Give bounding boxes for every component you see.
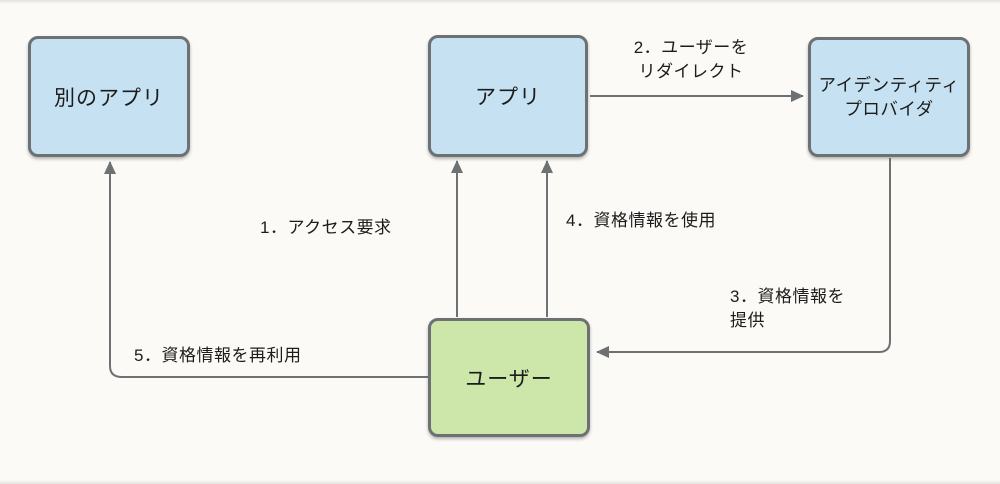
node-app-label: アプリ [475, 86, 541, 109]
node-user-label: ユーザー [465, 367, 553, 391]
node-identity-provider-label-line2: プロバイダ [844, 99, 934, 119]
edge-4-label: 4．資格情報を使用 [566, 211, 716, 230]
edge-5-label: 5．資格情報を再利用 [134, 346, 302, 365]
edge-3-label: 3．資格情報を 提供 [730, 285, 845, 333]
node-other-app: 別のアプリ [28, 36, 190, 157]
edge-1-label: 1．アクセス要求 [260, 218, 392, 237]
edge-3-label-line2: 提供 [730, 311, 765, 330]
edge-3-label-line1: 3．資格情報を [730, 287, 845, 306]
edge-3-arrow-idp-to-user [596, 158, 891, 358]
node-user: ユーザー [428, 318, 590, 437]
edge-2-label: 2．ユーザーを リダイレクト [605, 36, 777, 84]
edge-2-label-line2: リダイレクト [638, 62, 744, 81]
node-identity-provider: アイデンティティ プロバイダ [808, 37, 970, 157]
node-other-app-label: 別のアプリ [54, 86, 164, 110]
edge-2-label-line1: 2．ユーザーを [633, 38, 749, 57]
edge-5-arrow-user-to-other-app [104, 161, 428, 378]
node-app: アプリ [428, 35, 588, 157]
node-identity-provider-label-line1: アイデンティティ [818, 75, 960, 95]
